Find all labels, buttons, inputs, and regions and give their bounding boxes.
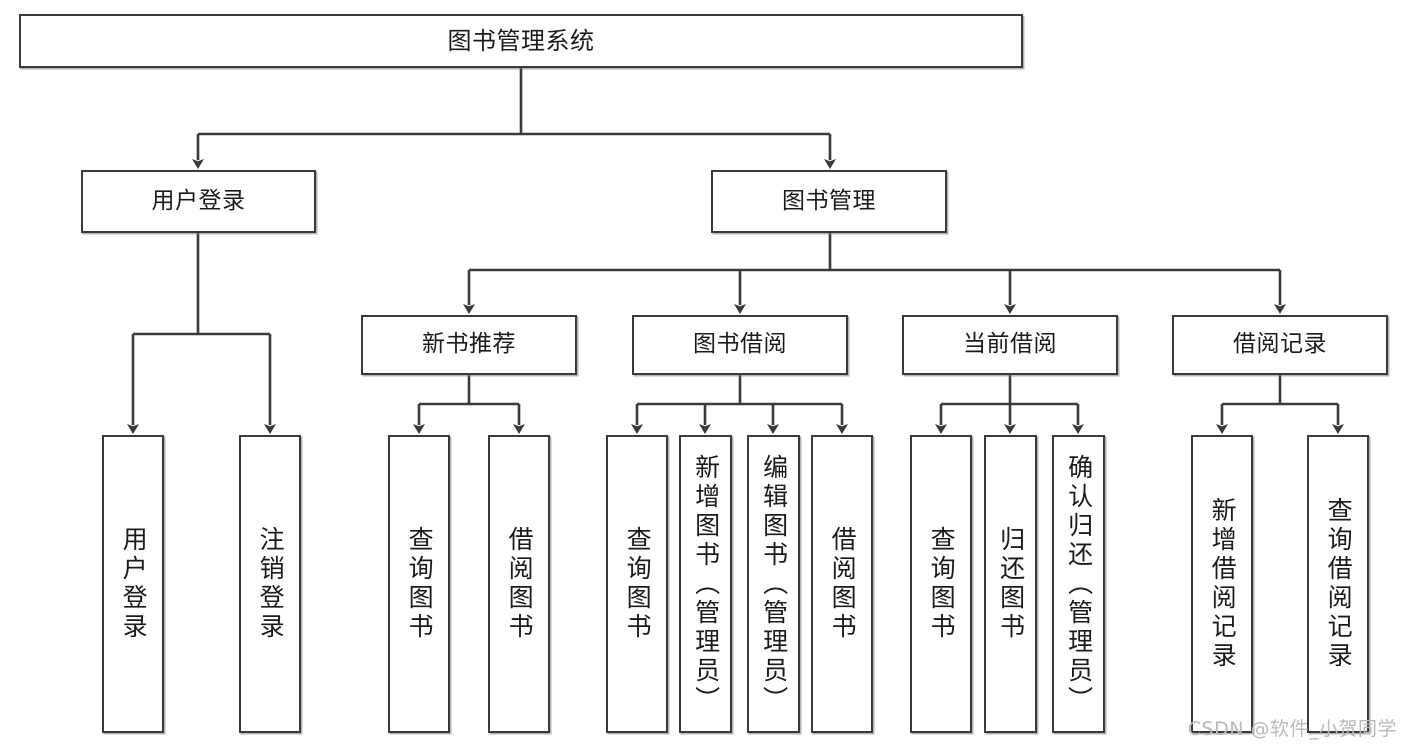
leaf-confirm-return-admin[interactable]: 确认归还（管理员） [1052, 435, 1105, 733]
leaf-current-query-book[interactable]: 查询图书 [910, 435, 972, 733]
node-current-borrow[interactable]: 当前借阅 [902, 315, 1118, 375]
node-root-label: 图书管理系统 [447, 26, 595, 55]
leaf-borrow-query-book-label: 查询图书 [623, 526, 653, 642]
node-new-book-recommend[interactable]: 新书推荐 [361, 315, 577, 375]
node-root[interactable]: 图书管理系统 [19, 14, 1023, 68]
leaf-query-borrow-record[interactable]: 查询借阅记录 [1307, 435, 1369, 733]
node-borrow-record[interactable]: 借阅记录 [1172, 315, 1388, 375]
node-new-book-recommend-label: 新书推荐 [422, 331, 516, 358]
node-current-borrow-label: 当前借阅 [963, 331, 1057, 358]
leaf-current-query-book-label: 查询图书 [927, 526, 957, 642]
leaf-new-book-query-label: 查询图书 [405, 526, 435, 642]
leaf-logout[interactable]: 注销登录 [239, 435, 301, 733]
leaf-borrow-query-book[interactable]: 查询图书 [606, 435, 668, 733]
leaf-new-book-query[interactable]: 查询图书 [388, 435, 450, 733]
leaf-user-login[interactable]: 用户登录 [102, 435, 164, 733]
node-book-management-label: 图书管理 [782, 187, 876, 214]
node-book-borrow-label: 图书借阅 [693, 331, 787, 358]
leaf-borrow-book[interactable]: 借阅图书 [811, 435, 873, 733]
leaf-add-borrow-record-label: 新增借阅记录 [1208, 497, 1238, 671]
leaf-add-book-admin-label: 新增图书（管理员） [691, 453, 721, 715]
leaf-query-borrow-record-label: 查询借阅记录 [1324, 497, 1354, 671]
leaf-confirm-return-admin-label: 确认归还（管理员） [1064, 453, 1094, 715]
leaf-add-book-admin[interactable]: 新增图书（管理员） [679, 435, 732, 733]
leaf-logout-label: 注销登录 [256, 526, 286, 642]
leaf-user-login-label: 用户登录 [119, 526, 149, 642]
node-user-login[interactable]: 用户登录 [81, 170, 316, 233]
watermark: CSDN @软件_小贺同学 [1187, 718, 1397, 740]
leaf-borrow-book-label: 借阅图书 [828, 526, 858, 642]
leaf-add-borrow-record[interactable]: 新增借阅记录 [1191, 435, 1253, 733]
node-book-borrow[interactable]: 图书借阅 [632, 315, 848, 375]
leaf-return-book[interactable]: 归还图书 [984, 435, 1037, 733]
node-user-login-label: 用户登录 [151, 187, 246, 214]
leaf-return-book-label: 归还图书 [996, 526, 1026, 642]
leaf-new-book-borrow-label: 借阅图书 [505, 526, 535, 642]
leaf-edit-book-admin-label: 编辑图书（管理员） [759, 453, 789, 715]
node-borrow-record-label: 借阅记录 [1233, 331, 1327, 358]
leaf-edit-book-admin[interactable]: 编辑图书（管理员） [747, 435, 800, 733]
leaf-new-book-borrow[interactable]: 借阅图书 [488, 435, 550, 733]
node-book-management[interactable]: 图书管理 [711, 170, 947, 233]
